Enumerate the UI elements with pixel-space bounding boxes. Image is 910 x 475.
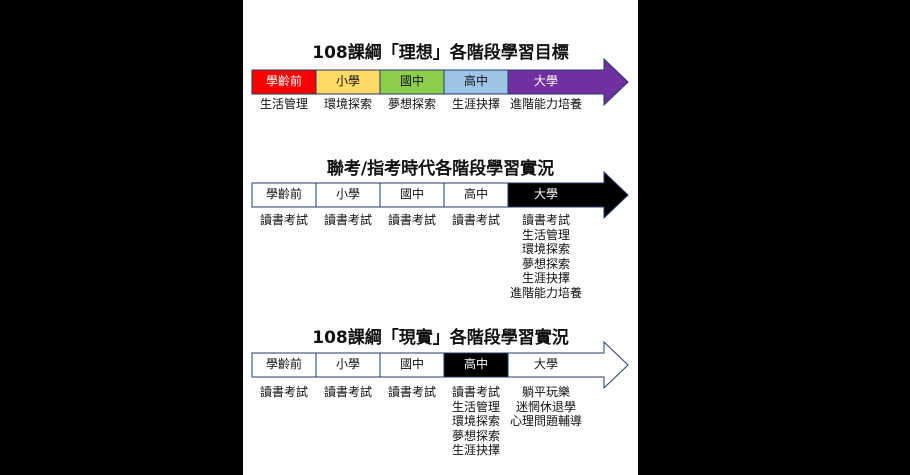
stage-label: 國中 xyxy=(399,357,424,371)
diagram-title: 108課綱「現實」各階段學習實況 xyxy=(312,328,569,348)
activity-item: 生涯抉擇 xyxy=(451,97,500,111)
stage-activity-list: 讀書考試 xyxy=(367,385,457,400)
stage-label: 小學 xyxy=(335,187,360,201)
stage-label: 大學 xyxy=(533,187,558,201)
stage-box-4 xyxy=(507,170,629,220)
activity-item: 讀書考試 xyxy=(259,213,308,227)
stage-label: 學齡前 xyxy=(265,187,302,201)
activity-item: 夢想探索 xyxy=(387,97,436,111)
stage-activity-list: 讀書考試生活管理環境探索夢想探索生涯抉擇進階能力培養 xyxy=(501,213,591,300)
stage-box-1 xyxy=(315,352,381,378)
stage-activity-list: 讀書考試 xyxy=(367,213,457,228)
stage-box-0 xyxy=(251,352,317,378)
stage-activity-list: 躺平玩樂迷惘休退學心理問題輔導 xyxy=(501,385,591,429)
stage-label: 學齡前 xyxy=(265,74,302,88)
stage-activity-list: 生涯抉擇 xyxy=(431,97,521,112)
stage-label: 高中 xyxy=(463,74,488,88)
stage-box-4 xyxy=(507,340,629,390)
stage-box-4 xyxy=(507,57,629,107)
stage-label: 國中 xyxy=(399,187,424,201)
diagram-panel: 108課綱「理想」各階段學習目標學齡前生活管理小學環境探索國中夢想探索高中生涯抉… xyxy=(243,0,638,475)
stage-box-2 xyxy=(379,352,445,378)
stage-box-3 xyxy=(443,352,509,378)
activity-item: 讀書考試 xyxy=(387,213,436,227)
activity-item: 躺平玩樂 xyxy=(521,385,570,399)
stage-box-1 xyxy=(315,69,381,95)
activity-item: 生涯抉擇 xyxy=(451,443,500,457)
stage-label: 高中 xyxy=(463,187,488,201)
stage-label: 大學 xyxy=(533,357,558,371)
stage-activity-list: 讀書考試生活管理環境探索夢想探索生涯抉擇 xyxy=(431,385,521,458)
stage-activity-list: 讀書考試 xyxy=(239,385,329,400)
stage-activity-list: 環境探索 xyxy=(303,97,393,112)
stage-arrow xyxy=(251,57,629,107)
diagram-title: 108課綱「理想」各階段學習目標 xyxy=(312,43,569,63)
diagram-title: 聯考/指考時代各階段學習實況 xyxy=(326,159,555,179)
stage-activity-list: 讀書考試 xyxy=(431,213,521,228)
stage-activity-list: 讀書考試 xyxy=(303,213,393,228)
activity-item: 夢想探索 xyxy=(451,428,500,443)
activity-item: 進階能力培養 xyxy=(509,97,582,111)
activity-item: 環境探索 xyxy=(521,242,570,256)
activity-item: 讀書考試 xyxy=(387,385,436,399)
activity-item: 生活管理 xyxy=(521,227,570,242)
stage-activity-list: 進階能力培養 xyxy=(501,97,591,112)
stage-arrow xyxy=(251,170,629,220)
stage-activity-list: 讀書考試 xyxy=(303,385,393,400)
activity-item: 讀書考試 xyxy=(259,385,308,399)
stage-activity-list: 夢想探索 xyxy=(367,97,457,112)
stage-label: 國中 xyxy=(399,74,424,88)
stage-activity-list: 讀書考試 xyxy=(239,213,329,228)
activity-item: 讀書考試 xyxy=(451,385,500,399)
activity-item: 進階能力培養 xyxy=(509,285,582,300)
stage-box-3 xyxy=(443,182,509,208)
activity-item: 夢想探索 xyxy=(521,256,570,271)
stage-label: 高中 xyxy=(463,357,488,371)
activity-item: 讀書考試 xyxy=(323,213,372,227)
activity-item: 讀書考試 xyxy=(521,213,570,227)
activity-item: 心理問題輔導 xyxy=(509,414,582,428)
activity-item: 生活管理 xyxy=(259,97,308,111)
stage-label: 大學 xyxy=(533,74,558,88)
activity-item: 環境探索 xyxy=(451,414,500,428)
activity-item: 生活管理 xyxy=(451,399,500,414)
stage-label: 小學 xyxy=(335,357,360,371)
stage-label: 學齡前 xyxy=(265,357,302,371)
stage-activity-list: 生活管理 xyxy=(239,97,329,112)
activity-item: 生涯抉擇 xyxy=(521,271,570,285)
activity-item: 迷惘休退學 xyxy=(515,399,576,414)
activity-item: 環境探索 xyxy=(323,97,372,111)
activity-item: 讀書考試 xyxy=(323,385,372,399)
stage-arrow xyxy=(251,340,629,390)
activity-item: 讀書考試 xyxy=(451,213,500,227)
stage-label: 小學 xyxy=(335,74,360,88)
